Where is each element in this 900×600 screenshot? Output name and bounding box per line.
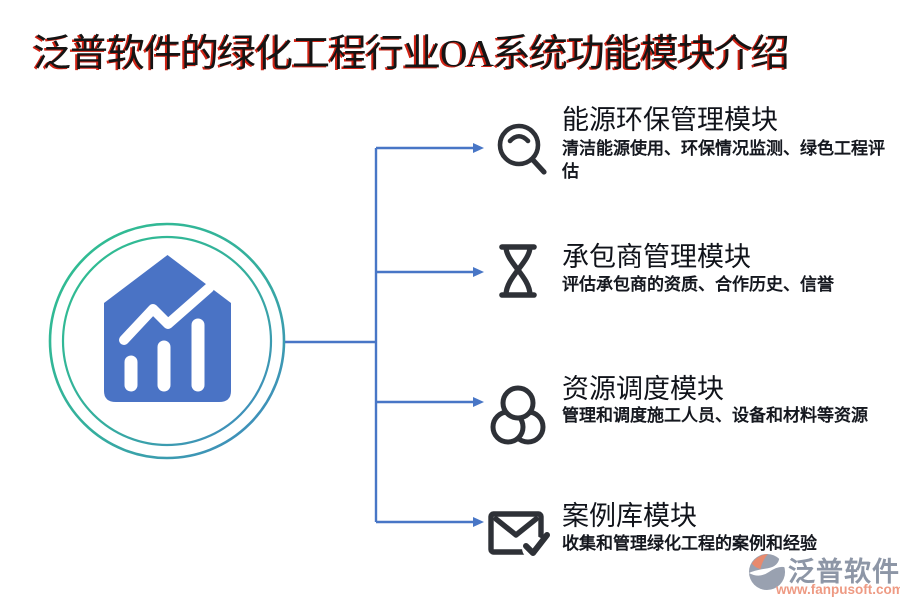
hub-rings-icon [48,222,286,460]
connector-arrowheads [473,143,484,527]
module-desc-contractor: 评估承包商的资质、合作历史、信誉 [562,275,834,294]
page-title: 泛普软件的绿化工程行业OA系统功能模块介绍 [33,33,790,75]
module-desc-energy: 清洁能源使用、环保情况监测、绿色工程评估 [562,139,885,181]
module-desc-case: 收集和管理绿化工程的案例和经验 [562,534,817,553]
module-desc-resource: 管理和调度施工人员、设备和材料等资源 [562,406,868,425]
envelope-check-icon [488,511,550,560]
footer-brand-text: 泛普软件 [788,557,900,587]
module-title-contractor: 承包商管理模块 [562,242,751,272]
hourglass-icon [499,244,537,298]
house-chart-icon [104,255,231,402]
module-title-case: 案例库模块 [562,501,697,531]
connector-lines [285,146,474,524]
module-title-resource: 资源调度模块 [562,374,724,404]
fanpu-logo-icon [748,553,786,591]
footer-logo: 泛普软件 www.fanpusoft.com [746,550,900,600]
magnifier-icon [497,123,547,175]
circles-group-icon [490,385,546,445]
module-title-energy: 能源环保管理模块 [562,105,778,135]
footer-website-text: www.fanpusoft.com [776,582,900,597]
